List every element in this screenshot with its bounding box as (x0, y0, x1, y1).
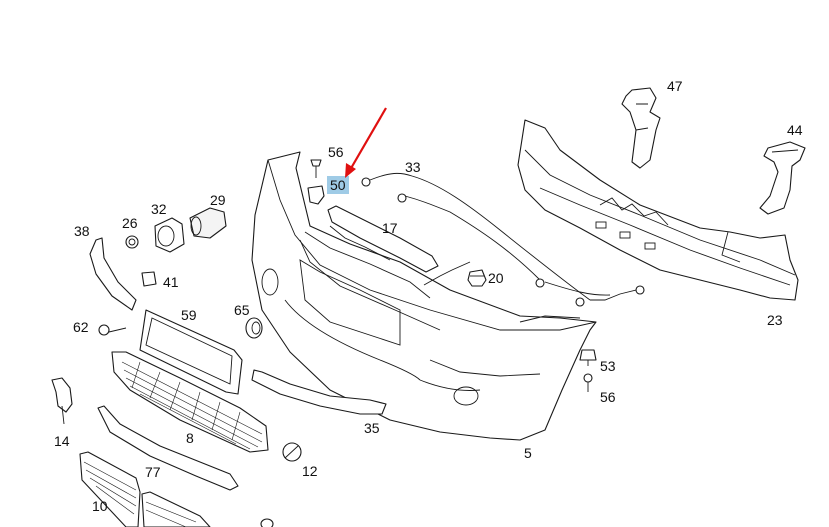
callout-14: 14 (54, 433, 70, 449)
callout-23: 23 (767, 312, 783, 328)
callout-47: 47 (667, 78, 683, 94)
partial-clip-part (260, 518, 274, 527)
callout-33: 33 (405, 159, 421, 175)
callout-53: 53 (600, 358, 616, 374)
bracket-44-part (759, 141, 806, 215)
red-arrow-indicator (345, 107, 387, 178)
callout-59: 59 (181, 307, 197, 323)
callout-35: 35 (364, 420, 380, 436)
callout-labels: 47 44 56 50 33 29 26 32 38 17 41 20 59 6… (54, 78, 803, 514)
callout-65: 65 (234, 302, 250, 318)
trim-strip-17-part (327, 205, 471, 286)
callout-20: 20 (488, 270, 504, 286)
callout-56-top: 56 (328, 144, 344, 160)
callout-29: 29 (210, 192, 226, 208)
cap-12-part (282, 442, 302, 462)
callout-17: 17 (382, 220, 398, 236)
callout-32: 32 (151, 201, 167, 217)
callout-62: 62 (73, 319, 89, 335)
screw-62-part (98, 324, 127, 336)
side-molding-38-part (89, 237, 137, 311)
grommet-20-part (467, 269, 487, 287)
license-plate-59-part (139, 309, 243, 395)
callout-8: 8 (186, 430, 194, 446)
bracket-47-part (621, 87, 661, 169)
fog-lamp-bracket-32-part (154, 217, 185, 253)
callout-56-bottom: 56 (600, 389, 616, 405)
callout-50: 50 (330, 177, 346, 193)
plug-65-part (245, 317, 263, 339)
grommet-26-part (125, 235, 139, 249)
holder-14-part (51, 377, 73, 425)
lower-grille-8-part (111, 351, 269, 453)
lower-strip-77-part (97, 405, 239, 491)
fastener-53-part (579, 349, 597, 366)
screw-56b-part (583, 373, 593, 392)
bumper-cover-part (251, 151, 597, 441)
callout-41: 41 (163, 274, 179, 290)
callout-44: 44 (787, 122, 803, 138)
screw-56-part (310, 159, 322, 178)
molding-35-part (251, 369, 387, 415)
grille-insert-10-part (79, 451, 211, 527)
part-50-highlight (327, 176, 349, 194)
callout-26: 26 (122, 215, 138, 231)
callout-38: 38 (74, 223, 90, 239)
bumper-reinforcement-part (517, 119, 799, 301)
clip-50-part (307, 185, 325, 205)
grommet-41-part (141, 271, 157, 287)
callout-77: 77 (145, 464, 161, 480)
sensor-harness-part (361, 172, 645, 307)
callout-5: 5 (524, 445, 532, 461)
fog-lamp-29-part (189, 207, 227, 239)
callout-12: 12 (302, 463, 318, 479)
callout-10: 10 (92, 498, 108, 514)
